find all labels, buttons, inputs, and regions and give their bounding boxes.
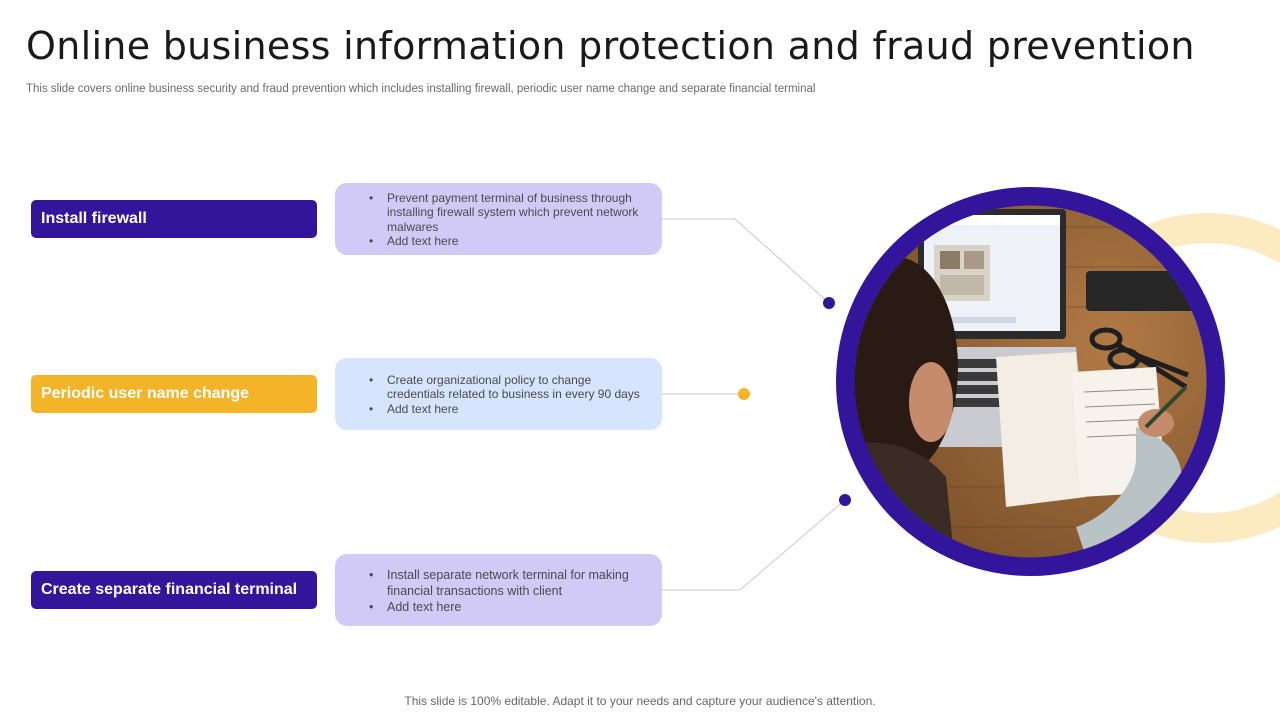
bullet-list: Create organizational policy to change c… [365,373,646,417]
bullet-list: Install separate network terminal for ma… [365,567,646,615]
bullet-list: Prevent payment terminal of business thr… [365,191,646,249]
card-install-firewall: Prevent payment terminal of business thr… [335,183,662,255]
card-create-separate-financial-terminal: Install separate network terminal for ma… [335,554,662,626]
connector-line-3 [662,499,846,591]
connector-dot-1 [823,297,835,309]
connector-line-1 [662,218,830,304]
woman-working-at-laptop-photo [836,187,1225,576]
label-create-separate-financial-terminal: Create separate financial terminal [31,571,317,609]
slide-subtitle: This slide covers online business securi… [26,83,816,95]
bullet-item: Add text here [369,234,646,249]
connector-dot-2 [738,388,750,400]
slide-title: Online business information protection a… [26,24,1195,68]
photo-illustration [836,187,1225,576]
connector-dot-3 [839,494,851,506]
bullet-item: Install separate network terminal for ma… [369,567,646,599]
bullet-item: Create organizational policy to change c… [369,373,646,402]
bullet-item: Add text here [369,599,646,615]
label-periodic-user-name-change: Periodic user name change [31,375,317,413]
label-install-firewall: Install firewall [31,200,317,238]
bullet-item: Prevent payment terminal of business thr… [369,191,646,234]
footer-note: This slide is 100% editable. Adapt it to… [404,694,876,708]
card-periodic-user-name-change: Create organizational policy to change c… [335,358,662,430]
bullet-item: Add text here [369,402,646,417]
